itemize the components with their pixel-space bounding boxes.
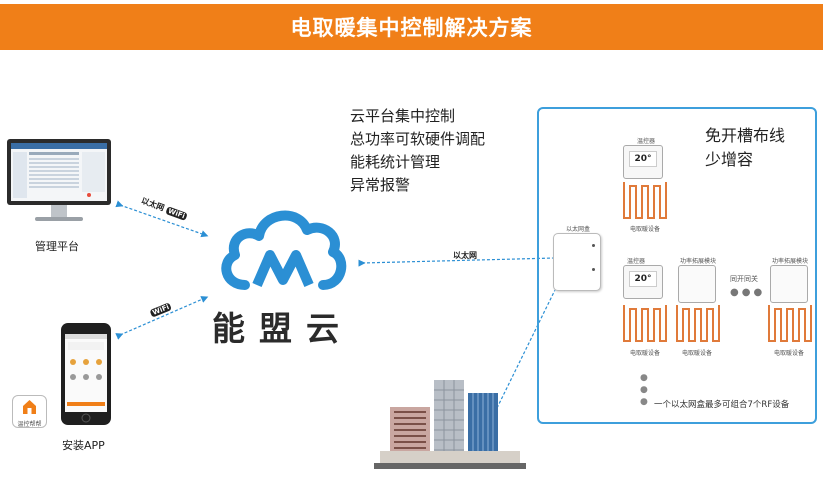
heater-label: 电取暖设备: [630, 226, 661, 233]
temperature-display: 20°: [629, 151, 657, 167]
app-icon-label: 温控帮帮: [17, 421, 42, 428]
building-icon: [370, 375, 530, 470]
system-panel: [537, 107, 817, 424]
power-module-label: 功率拓展模块: [680, 258, 717, 265]
power-module-icon: [770, 265, 808, 303]
app-label: 安装APP: [62, 439, 105, 452]
vertical-dots: ●●●: [640, 373, 648, 407]
page-title: 电取暖集中控制解决方案: [290, 16, 533, 40]
cloud-logo-icon: [215, 200, 350, 300]
heater-label: 电取暖设备: [774, 350, 805, 357]
feature-item: 异常报警: [350, 176, 411, 194]
panel-footnote: 一个以太网盒最多可组合7个RF设备: [654, 400, 790, 410]
feature-item: 总功率可软硬件调配: [350, 130, 486, 148]
feature-item: 能耗统计管理: [350, 153, 441, 171]
power-module-icon: [678, 265, 716, 303]
heater-label: 电取暖设备: [630, 350, 661, 357]
monitor-icon: [5, 137, 113, 227]
thermostat-icon: 20°: [623, 145, 663, 179]
title-banner: 电取暖集中控制解决方案: [0, 4, 823, 50]
temperature-display: 20°: [629, 271, 657, 287]
app-icon: 温控帮帮: [12, 395, 47, 428]
feature-list: 云平台集中控制 总功率可软硬件调配 能耗统计管理 异常报警: [350, 105, 485, 197]
thermostat-label: 温控器: [627, 258, 646, 265]
phone-icon: [60, 322, 112, 426]
heater-label: 电取暖设备: [682, 350, 713, 357]
thermostat-icon: 20°: [623, 265, 663, 299]
heater-icon: [620, 180, 670, 222]
thermostat-label: 温控器: [637, 138, 656, 145]
power-module-label: 功率拓展模块: [772, 258, 809, 265]
heater-icon: [673, 303, 723, 345]
panel-headline: 免开槽布线 少增容: [705, 126, 786, 169]
brand-name: 能盟云: [212, 309, 353, 348]
heater-icon: [620, 303, 670, 345]
ethernet-link-label: 以太网: [453, 251, 477, 260]
ethernet-box-icon: [553, 233, 601, 291]
house-icon: [23, 400, 36, 414]
pc-label: 管理平台: [35, 240, 79, 253]
sync-label: 同开同关: [730, 275, 758, 283]
more-dots: ●●●: [730, 287, 766, 298]
feature-item: 云平台集中控制: [350, 107, 456, 125]
heater-icon: [765, 303, 815, 345]
ethernet-box-label: 以太网盒: [566, 226, 591, 233]
